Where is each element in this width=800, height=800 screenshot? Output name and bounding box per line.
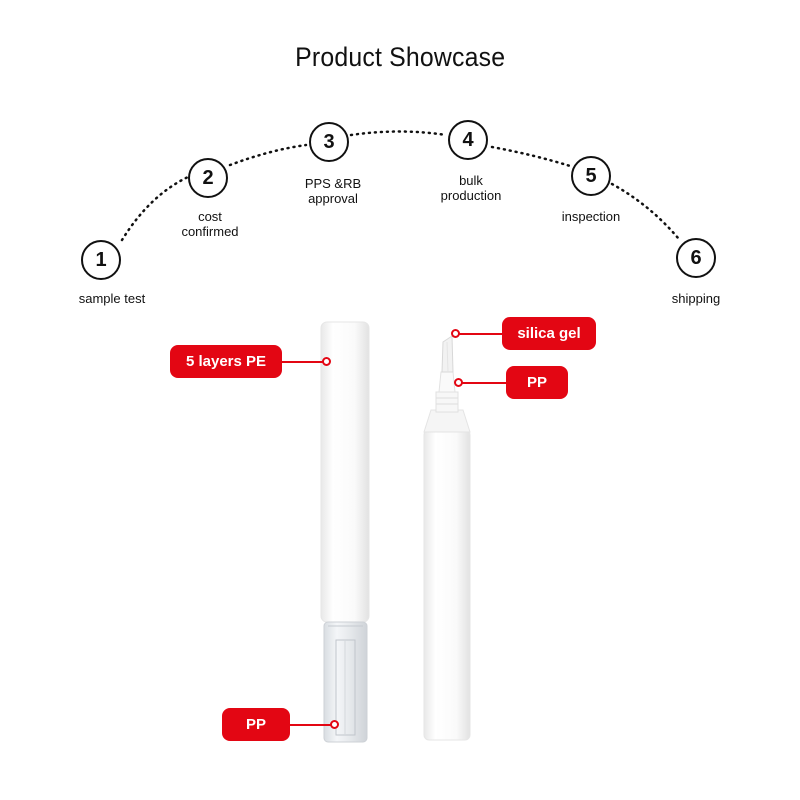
step-6-label: shipping	[671, 291, 721, 306]
step-1-label: sample test	[78, 291, 146, 306]
callout-pp-top: PP	[506, 366, 568, 399]
callout-5-layers-pe: 5 layers PE	[170, 345, 282, 378]
step-5-label: inspection	[561, 209, 621, 224]
right-tube	[423, 335, 471, 741]
step-3-label: PPS &RB approval	[304, 176, 362, 206]
callout-silica-gel: silica gel	[502, 317, 596, 350]
step-2-label: cost confirmed	[181, 209, 239, 239]
callout-pp-bottom: PP	[222, 708, 290, 741]
step-5-circle: 5	[571, 156, 611, 196]
page-title: Product Showcase	[294, 42, 506, 72]
callout-pe-line	[282, 361, 326, 363]
step-4-label: bulk production	[440, 173, 502, 203]
callout-pp-top-line	[458, 382, 506, 384]
callout-silica-line	[455, 333, 502, 335]
callout-silica-dot	[451, 329, 460, 338]
step-6-circle: 6	[676, 238, 716, 278]
step-4-circle: 4	[448, 120, 488, 160]
step-2-circle: 2	[188, 158, 228, 198]
callout-pp-bottom-line	[290, 724, 334, 726]
step-1-circle: 1	[81, 240, 121, 280]
left-tube	[320, 321, 370, 743]
callout-pp-top-dot	[454, 378, 463, 387]
callout-pp-bottom-dot	[330, 720, 339, 729]
step-3-circle: 3	[309, 122, 349, 162]
callout-pe-dot	[322, 357, 331, 366]
